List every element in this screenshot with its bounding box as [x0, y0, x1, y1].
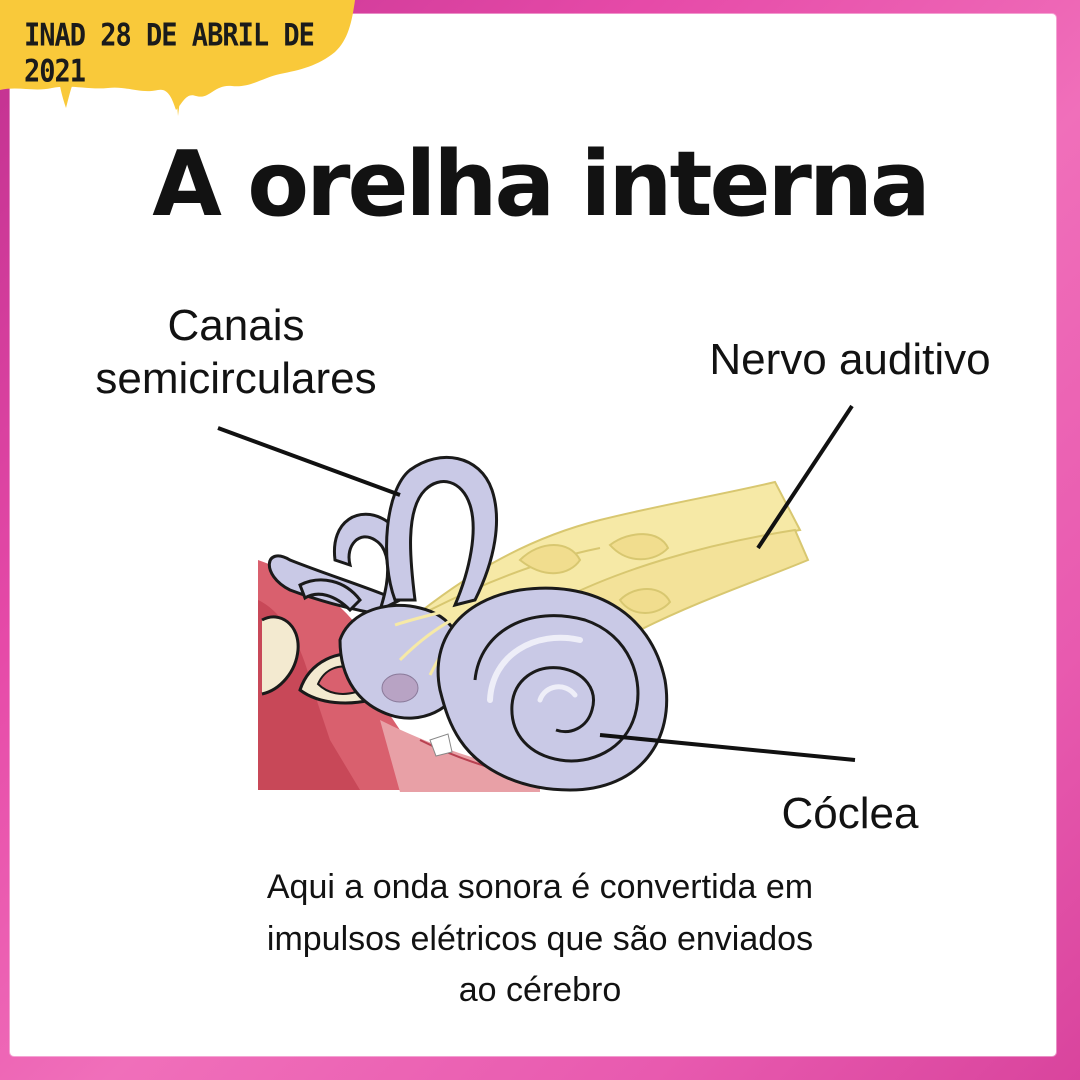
leader-line-semicircular	[217, 426, 401, 497]
caption-line1: Aqui a onda sonora é convertida em	[266, 868, 814, 906]
page-title: A orelha interna	[152, 132, 930, 237]
date-paint-blob	[0, 0, 355, 116]
label-auditory-nerve: Nervo auditivo	[709, 335, 991, 384]
caption: Aqui a onda sonora é convertida em impul…	[140, 862, 940, 1017]
label-semicircular-canals: Canais semicirculares	[56, 300, 416, 406]
leader-line-nerve	[756, 404, 854, 550]
label-semicircular-line2: semicirculares	[95, 353, 377, 403]
date-tag: INAD 28 DE ABRIL DE 2021	[24, 18, 315, 90]
label-semicircular-line1: Canais	[167, 301, 305, 350]
caption-line3: ao cérebro	[458, 971, 622, 1010]
cochlea-shape	[429, 586, 669, 792]
content-card	[10, 14, 1056, 1056]
caption-line2: impulsos elétricos que são enviados	[266, 919, 814, 958]
label-cochlea: Cóclea	[781, 789, 919, 838]
leader-line-cochlea	[599, 733, 856, 762]
